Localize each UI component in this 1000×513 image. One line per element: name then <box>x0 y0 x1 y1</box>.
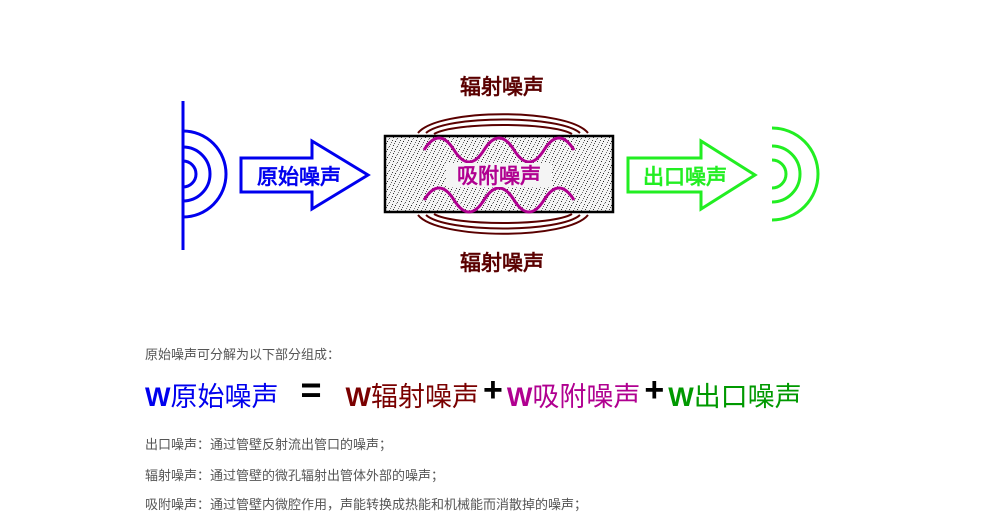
formula-term-original: W原始噪声 <box>145 375 278 414</box>
noise-diagram: 原始噪声 辐射噪声 吸附噪声 辐射噪声 出口噪声 <box>181 75 820 275</box>
outlet-noise-arrow <box>626 138 758 212</box>
formula-term-outlet: W出口噪声 <box>668 375 801 414</box>
formula-term-radiation: W辐射噪声 <box>346 375 479 414</box>
original-noise-label: 原始噪声 <box>257 165 341 189</box>
original-noise-arrow <box>239 138 371 212</box>
formula-label-original: 原始噪声 <box>170 381 279 413</box>
radiation-label-bottom: 辐射噪声 <box>460 251 544 275</box>
outlet-wave-icon <box>771 126 820 222</box>
radiation-waves-bottom <box>417 213 589 235</box>
intro-text: 原始噪声可分解为以下部分组成： <box>145 348 341 363</box>
formula-label-radiation: 辐射噪声 <box>371 381 479 413</box>
formula-label-absorbed: 吸附噪声 <box>532 381 641 413</box>
formula-w-symbol: W <box>668 381 694 412</box>
radiation-waves-top <box>417 113 589 135</box>
formula-equals: = <box>300 369 322 410</box>
formula-w-symbol: W <box>345 381 371 412</box>
formula-label-outlet: 出口噪声 <box>693 381 802 413</box>
definition-outlet: 出口噪声：通过管壁反射流出管口的噪声； <box>145 438 393 453</box>
sound-source-icon <box>181 101 228 250</box>
absorbed-label-bg <box>446 163 552 187</box>
radiation-label-top: 辐射噪声 <box>460 75 544 99</box>
noise-formula: W原始噪声 = W辐射噪声 + W吸附噪声 + W出口噪声 <box>145 369 802 416</box>
formula-w-symbol: W <box>506 381 533 412</box>
outlet-noise-label: 出口噪声 <box>643 165 727 189</box>
definition-absorbed: 吸附噪声：通过管壁内微腔作用，声能转换成热能和机械能而消散掉的噪声； <box>145 498 588 513</box>
absorbed-waves <box>422 136 576 214</box>
definition-radiation: 辐射噪声：通过管壁的微孔辐射出管体外部的噪声； <box>145 469 445 484</box>
formula-term-absorbed: W吸附噪声 <box>507 375 640 414</box>
formula-plus: + <box>644 370 665 409</box>
formula-w-symbol: W <box>145 381 171 412</box>
absorbed-noise-label: 吸附噪声 <box>457 164 541 188</box>
formula-plus: + <box>483 370 503 409</box>
